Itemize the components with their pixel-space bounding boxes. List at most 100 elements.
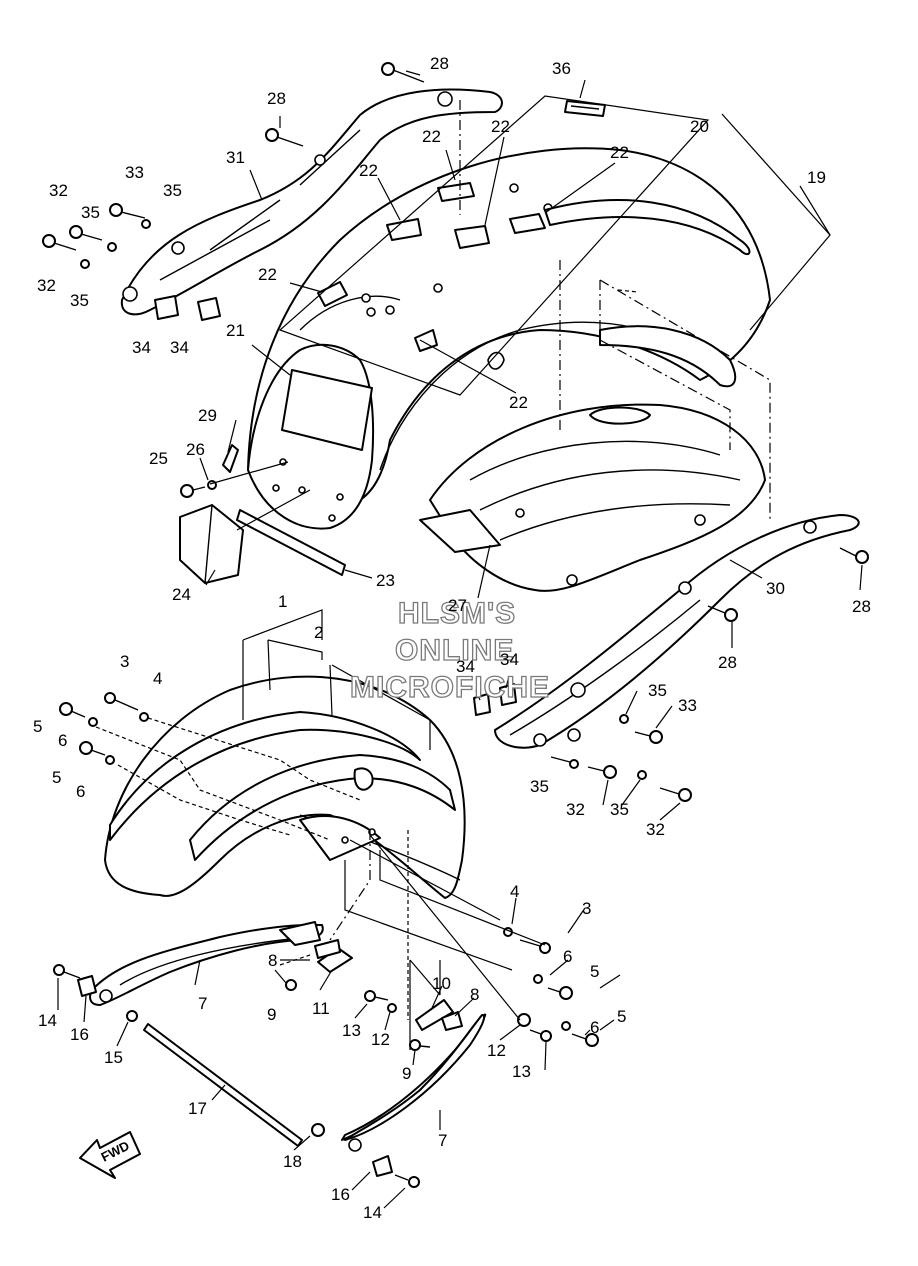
callout-34: 34 bbox=[170, 338, 189, 357]
callout-35: 35 bbox=[163, 181, 182, 200]
callout-6: 6 bbox=[76, 782, 85, 801]
callout-6: 6 bbox=[590, 1018, 599, 1037]
fasteners-right[interactable] bbox=[473, 547, 869, 802]
callout-2: 2 bbox=[314, 623, 323, 642]
callout-4: 4 bbox=[510, 882, 519, 901]
callout-7: 7 bbox=[438, 1131, 447, 1150]
callout-14: 14 bbox=[38, 1011, 57, 1030]
callout-22: 22 bbox=[422, 127, 441, 146]
callout-14: 14 bbox=[363, 1203, 382, 1222]
callout-27: 27 bbox=[448, 596, 467, 615]
fasteners-lower[interactable] bbox=[53, 692, 599, 1188]
callout-22: 22 bbox=[509, 393, 528, 412]
callout-5: 5 bbox=[590, 962, 599, 981]
callout-6: 6 bbox=[58, 731, 67, 750]
callout-32: 32 bbox=[646, 820, 665, 839]
callout-1: 1 bbox=[278, 592, 287, 611]
axle-17[interactable] bbox=[143, 1023, 303, 1147]
inner-fender[interactable] bbox=[419, 403, 766, 592]
trim-strip[interactable] bbox=[236, 509, 346, 576]
leader-lines-upper bbox=[199, 70, 863, 648]
callout-17: 17 bbox=[188, 1099, 207, 1118]
callout-4: 4 bbox=[153, 669, 162, 688]
callout-3: 3 bbox=[120, 652, 129, 671]
rear-fender[interactable] bbox=[247, 147, 771, 530]
callout-16: 16 bbox=[70, 1025, 89, 1044]
front-fender-stay-right[interactable] bbox=[341, 1013, 487, 1152]
callout-6: 6 bbox=[563, 947, 572, 966]
callout-22: 22 bbox=[491, 117, 510, 136]
callout-labels: 28 28 36 22 22 22 22 22 22 20 19 31 33 3… bbox=[33, 54, 871, 1222]
leader-lines-lower bbox=[57, 609, 681, 1209]
watermark-line-1: HLSM'S bbox=[398, 597, 516, 630]
callout-34: 34 bbox=[132, 338, 151, 357]
bracket-10[interactable] bbox=[415, 999, 454, 1031]
callout-3: 3 bbox=[582, 899, 591, 918]
callout-35: 35 bbox=[81, 203, 100, 222]
callout-19: 19 bbox=[807, 168, 826, 187]
clip-29[interactable] bbox=[222, 444, 239, 473]
callout-12: 12 bbox=[371, 1030, 390, 1049]
rear-fender-stay-left[interactable] bbox=[120, 88, 503, 316]
callout-28: 28 bbox=[430, 54, 449, 73]
callout-15: 15 bbox=[104, 1048, 123, 1067]
watermark-line-2: ONLINE bbox=[395, 634, 514, 667]
callout-35: 35 bbox=[610, 800, 629, 819]
callout-20: 20 bbox=[690, 117, 709, 136]
callout-18: 18 bbox=[283, 1152, 302, 1171]
callout-28: 28 bbox=[267, 89, 286, 108]
callout-28: 28 bbox=[852, 597, 871, 616]
callout-5: 5 bbox=[33, 717, 42, 736]
bolt-25[interactable] bbox=[180, 484, 206, 498]
callout-22: 22 bbox=[610, 143, 629, 162]
callout-8: 8 bbox=[268, 951, 277, 970]
reflector-block[interactable] bbox=[179, 504, 244, 584]
callout-33: 33 bbox=[125, 163, 144, 182]
callout-35: 35 bbox=[648, 681, 667, 700]
callout-10: 10 bbox=[432, 974, 451, 993]
fender-side-trim[interactable] bbox=[544, 199, 751, 388]
callout-21: 21 bbox=[226, 321, 245, 340]
front-fender[interactable] bbox=[104, 675, 466, 899]
callout-34: 34 bbox=[456, 657, 475, 676]
callout-5: 5 bbox=[617, 1007, 626, 1026]
callout-11: 11 bbox=[312, 999, 330, 1018]
callout-34: 34 bbox=[500, 650, 519, 669]
fwd-arrow: FWD bbox=[79, 1131, 141, 1179]
callout-9: 9 bbox=[402, 1064, 411, 1083]
callout-32: 32 bbox=[566, 800, 585, 819]
callout-16: 16 bbox=[331, 1185, 350, 1204]
callout-22: 22 bbox=[359, 161, 378, 180]
callout-30: 30 bbox=[766, 579, 785, 598]
callout-33: 33 bbox=[678, 696, 697, 715]
callout-13: 13 bbox=[342, 1021, 361, 1040]
callout-29: 29 bbox=[198, 406, 217, 425]
callout-26: 26 bbox=[186, 440, 205, 459]
callout-31: 31 bbox=[226, 148, 245, 167]
brackets-8[interactable] bbox=[314, 939, 463, 1031]
callout-13: 13 bbox=[512, 1062, 531, 1081]
callout-35: 35 bbox=[530, 777, 549, 796]
callout-8: 8 bbox=[470, 985, 479, 1004]
rear-fender-stay-right[interactable] bbox=[494, 514, 860, 749]
callout-25: 25 bbox=[149, 449, 168, 468]
callout-35: 35 bbox=[70, 291, 89, 310]
callout-23: 23 bbox=[376, 571, 395, 590]
callout-7: 7 bbox=[198, 994, 207, 1013]
front-fender-stay-left[interactable] bbox=[89, 921, 324, 1006]
decal-pads[interactable] bbox=[317, 182, 546, 352]
callout-24: 24 bbox=[172, 585, 191, 604]
callout-32: 32 bbox=[37, 276, 56, 295]
warning-label[interactable] bbox=[564, 100, 606, 117]
callout-36: 36 bbox=[552, 59, 571, 78]
callout-5: 5 bbox=[52, 768, 61, 787]
watermark: HLSM'S ONLINE MICROFICHE bbox=[349, 596, 550, 704]
callout-32: 32 bbox=[49, 181, 68, 200]
callout-22: 22 bbox=[258, 265, 277, 284]
watermark-line-3: MICROFICHE bbox=[350, 671, 550, 704]
fasteners-upper-left[interactable] bbox=[42, 62, 425, 321]
callout-28: 28 bbox=[718, 653, 737, 672]
callout-12: 12 bbox=[487, 1041, 506, 1060]
callout-9: 9 bbox=[267, 1005, 276, 1024]
